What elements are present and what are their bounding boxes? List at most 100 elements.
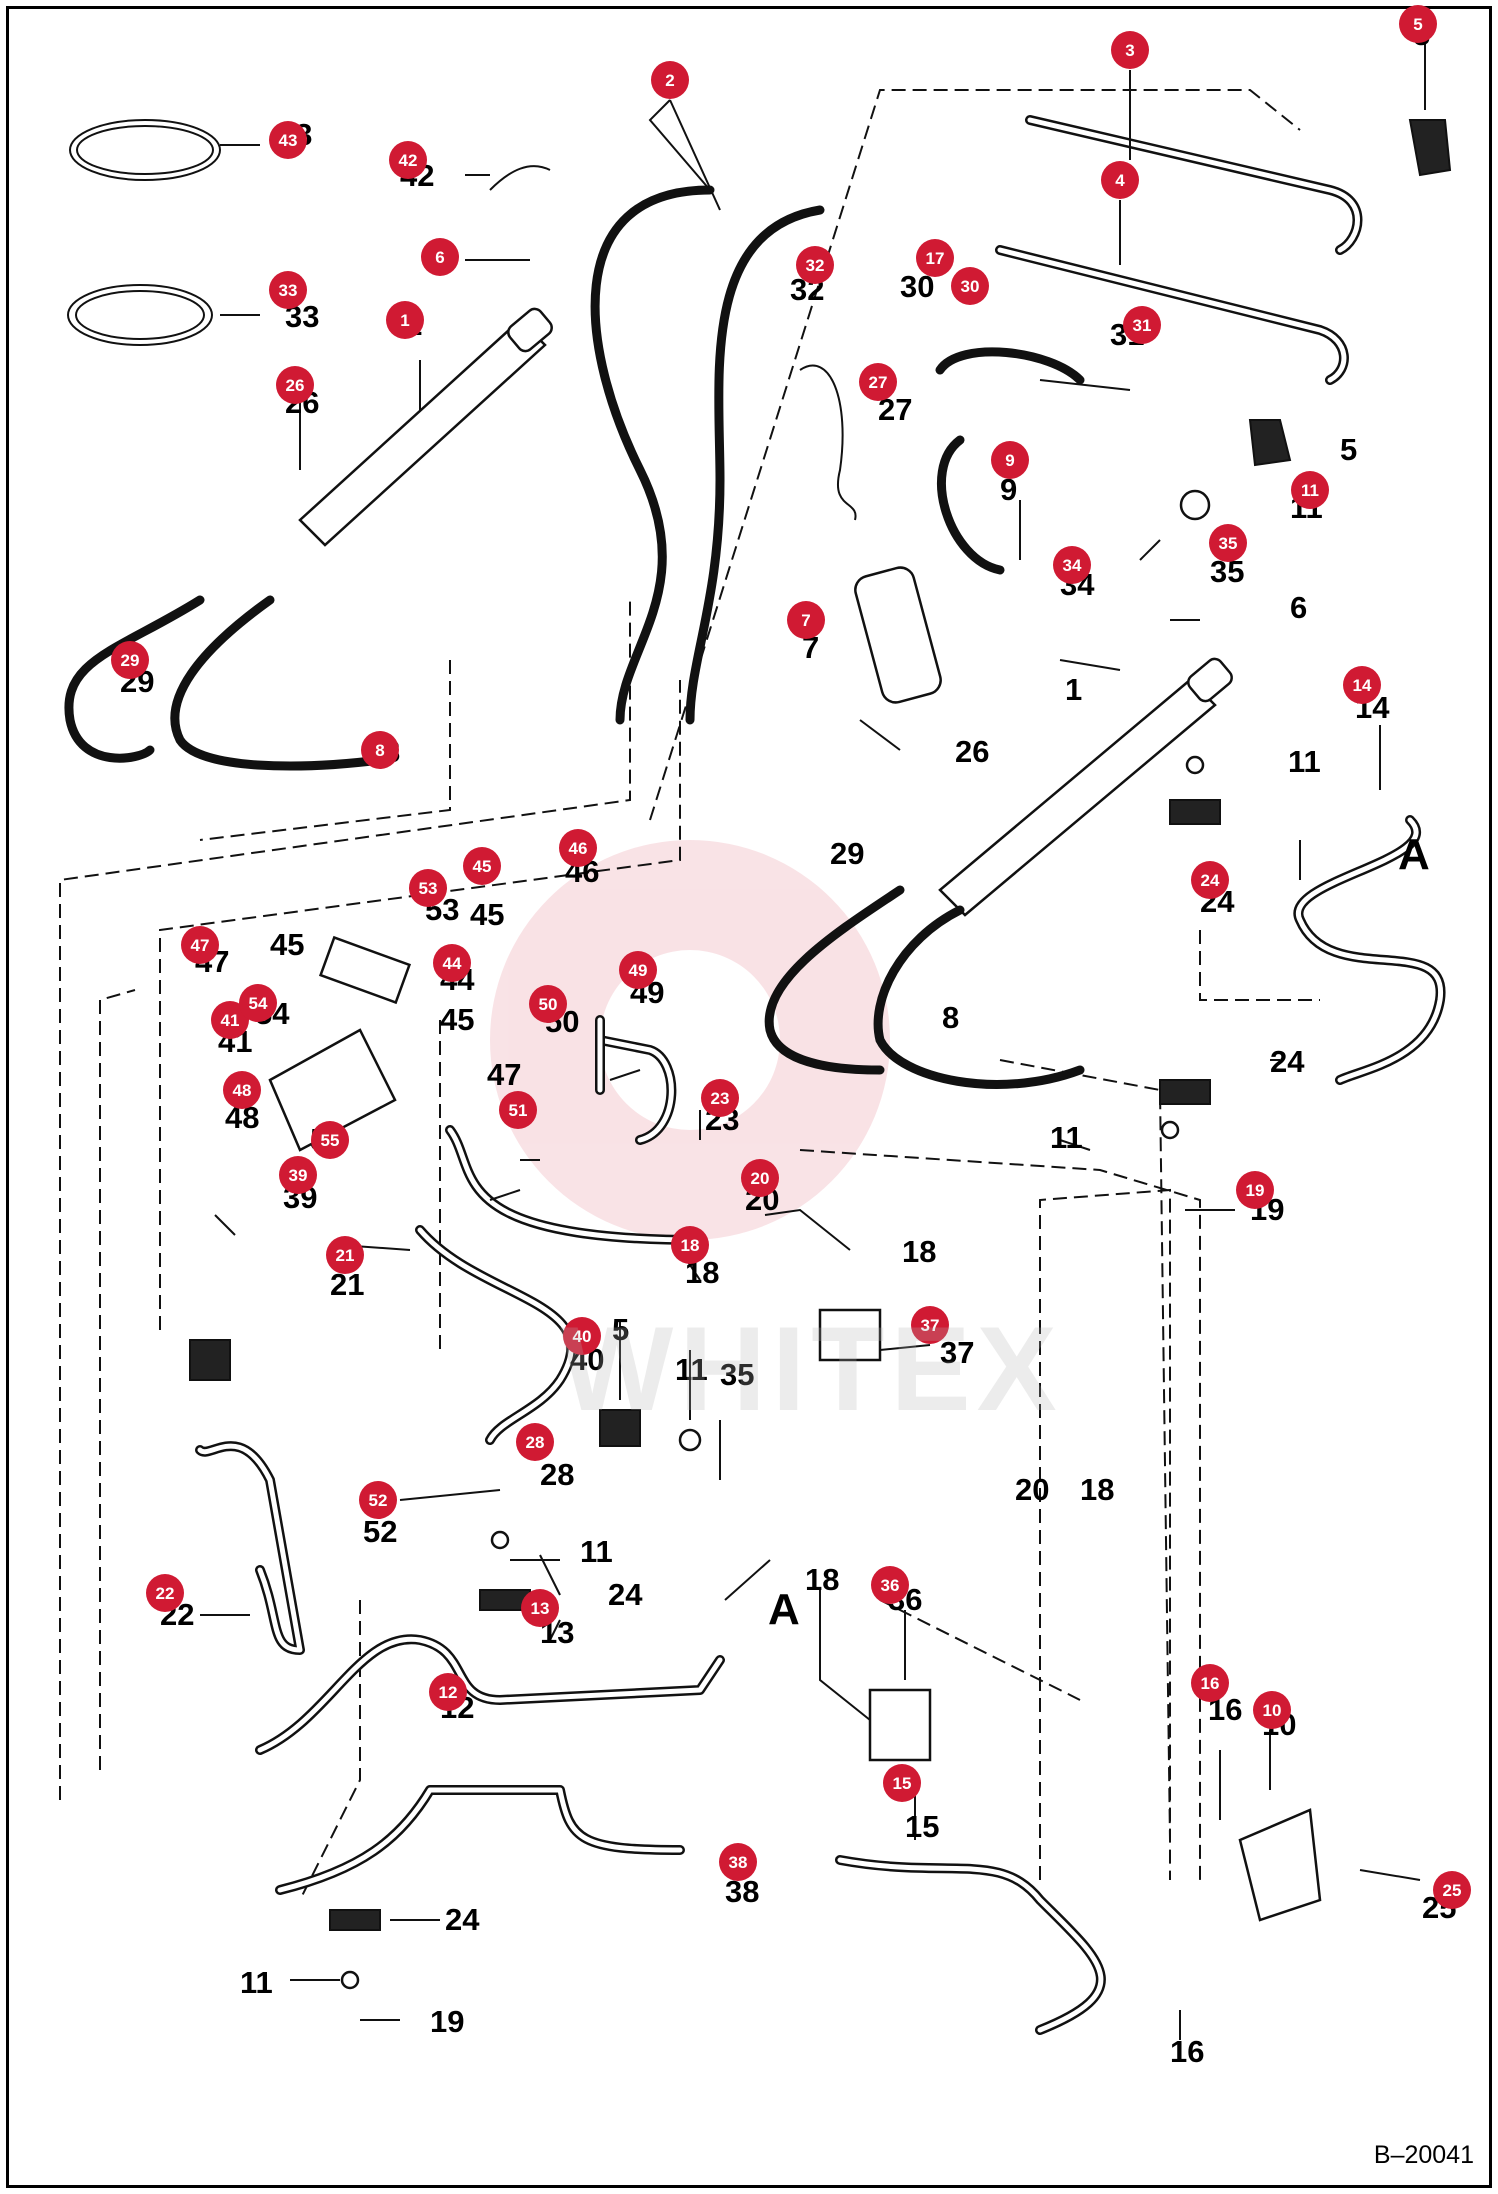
watermark-gear (490, 840, 890, 1240)
callout-52: 52 (359, 1481, 397, 1519)
svg-text:49: 49 (629, 961, 648, 980)
svg-text:18: 18 (902, 1234, 936, 1269)
svg-text:23: 23 (711, 1089, 730, 1108)
svg-text:26: 26 (955, 734, 989, 769)
callout-50: 50 (529, 985, 567, 1023)
svg-text:46: 46 (569, 839, 588, 858)
callout-53: 53 (409, 869, 447, 907)
svg-text:37: 37 (940, 1335, 974, 1370)
svg-text:24: 24 (445, 1902, 480, 1937)
svg-text:26: 26 (286, 376, 305, 395)
svg-text:28: 28 (526, 1433, 545, 1452)
svg-text:18: 18 (681, 1236, 700, 1255)
callout-29: 29 (111, 641, 149, 679)
svg-text:42: 42 (399, 151, 418, 170)
svg-text:16: 16 (1170, 2034, 1204, 2069)
svg-text:55: 55 (321, 1131, 340, 1150)
svg-text:7: 7 (801, 611, 810, 630)
svg-text:11: 11 (675, 1352, 708, 1387)
lift-cylinder-right (938, 657, 1233, 917)
svg-text:29: 29 (830, 836, 864, 871)
callout-55: 55 (311, 1121, 349, 1159)
callout-51: 51 (499, 1091, 537, 1129)
svg-text:19: 19 (430, 2004, 464, 2039)
svg-text:1: 1 (400, 311, 409, 330)
svg-text:52: 52 (369, 1491, 388, 1510)
watermark-text: WHITEX (560, 1302, 1063, 1436)
svg-text:21: 21 (336, 1246, 355, 1265)
callout-18: 18 (671, 1226, 709, 1264)
callout-14: 14 (1343, 666, 1381, 704)
svg-text:5: 5 (1340, 432, 1357, 467)
svg-text:20: 20 (1015, 1472, 1049, 1507)
callout-42: 42 (389, 141, 427, 179)
callout-3: 3 (1111, 31, 1149, 69)
svg-text:2: 2 (665, 71, 674, 90)
svg-text:28: 28 (540, 1457, 574, 1492)
svg-text:8: 8 (942, 1000, 959, 1035)
svg-text:9: 9 (1000, 472, 1017, 507)
leader-lines (200, 40, 1426, 2040)
callout-19: 19 (1236, 1171, 1274, 1209)
callout-23: 23 (701, 1079, 739, 1117)
svg-text:38: 38 (729, 1853, 748, 1872)
svg-text:11: 11 (1301, 481, 1319, 500)
callout-43: 43 (269, 121, 307, 159)
callout-44: 44 (433, 944, 471, 982)
svg-text:29: 29 (121, 651, 140, 670)
svg-text:40: 40 (573, 1327, 592, 1346)
callout-2: 2 (651, 61, 689, 99)
callouts: 1 2 3 4 5 6 7 8 9 10 11 12 13 14 15 16 1… (111, 5, 1471, 1909)
svg-text:18: 18 (1080, 1472, 1114, 1507)
svg-text:18: 18 (805, 1562, 839, 1597)
callout-31: 31 (1123, 306, 1161, 344)
callout-13: 13 (521, 1589, 559, 1627)
reference-letter-a-top: A (1398, 830, 1430, 879)
svg-text:32: 32 (806, 256, 825, 275)
svg-text:14: 14 (1353, 676, 1372, 695)
svg-text:25: 25 (1443, 1881, 1462, 1900)
callout-41: 41 (211, 1001, 249, 1039)
callout-45: 45 (463, 847, 501, 885)
steel-tubes (195, 115, 1446, 2035)
callout-24: 24 (1191, 861, 1229, 899)
callout-8: 8 (361, 731, 399, 769)
callout-28: 28 (516, 1423, 554, 1461)
svg-text:4: 4 (1115, 171, 1125, 190)
callout-40: 40 (563, 1317, 601, 1355)
svg-text:24: 24 (1201, 871, 1220, 890)
svg-text:43: 43 (279, 131, 298, 150)
tilt-cylinder (854, 566, 942, 704)
callout-35: 35 (1209, 524, 1247, 562)
callout-48: 48 (223, 1071, 261, 1109)
callout-27: 27 (859, 363, 897, 401)
callout-15: 15 (883, 1764, 921, 1802)
callout-46: 46 (559, 829, 597, 867)
callout-47: 47 (181, 926, 219, 964)
lift-cylinder-left (298, 307, 553, 547)
callout-39: 39 (279, 1156, 317, 1194)
callout-26: 26 (276, 366, 314, 404)
svg-text:12: 12 (439, 1683, 458, 1702)
svg-text:5: 5 (1413, 15, 1422, 34)
components (67, 119, 1452, 1990)
callout-10: 10 (1253, 1691, 1291, 1729)
callout-1: 1 (386, 301, 424, 339)
svg-text:27: 27 (869, 373, 888, 392)
svg-text:19: 19 (1246, 1181, 1265, 1200)
svg-text:30: 30 (961, 277, 980, 296)
svg-text:1: 1 (1065, 672, 1082, 707)
svg-text:6: 6 (1290, 590, 1307, 625)
svg-text:3: 3 (1125, 41, 1134, 60)
svg-text:31: 31 (1133, 316, 1152, 335)
svg-text:48: 48 (233, 1081, 252, 1100)
callout-20: 20 (741, 1159, 779, 1197)
callout-54: 54 (239, 984, 277, 1022)
svg-text:11: 11 (580, 1534, 613, 1569)
svg-text:22: 22 (156, 1584, 175, 1603)
svg-text:16: 16 (1201, 1674, 1220, 1693)
svg-text:41: 41 (221, 1011, 240, 1030)
svg-text:35: 35 (720, 1357, 754, 1392)
svg-text:34: 34 (1063, 556, 1082, 575)
svg-text:37: 37 (921, 1316, 940, 1335)
